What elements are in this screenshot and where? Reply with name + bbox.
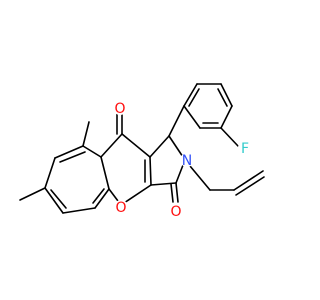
bond <box>120 184 152 206</box>
bond <box>220 127 239 147</box>
bond-layer <box>19 83 265 214</box>
bond <box>54 145 84 159</box>
nitrogen-atom-label: N <box>182 153 192 169</box>
bond <box>82 121 90 147</box>
bond <box>100 133 123 158</box>
ring-oxygen-atom-label: O <box>115 200 126 216</box>
bond <box>183 83 198 107</box>
atom-label-background <box>238 141 252 155</box>
bond <box>100 156 110 190</box>
fluorine-atom: F <box>238 141 252 157</box>
bond <box>170 183 174 203</box>
bond <box>217 88 228 107</box>
atom-label-background <box>169 204 183 218</box>
bond <box>175 182 179 203</box>
bond <box>233 170 264 191</box>
bond <box>94 188 110 209</box>
atom-label-background <box>113 101 127 115</box>
atom-label-background <box>180 153 194 167</box>
bond <box>59 151 86 163</box>
ketone-oxygen-atom: O <box>113 101 127 117</box>
bond <box>44 157 56 189</box>
fluorine-atom-label: F <box>241 141 249 157</box>
nitrogen-atom: N <box>180 153 194 169</box>
bond <box>235 176 265 196</box>
bond <box>150 182 177 186</box>
bond <box>149 135 170 158</box>
atom-label-background <box>114 200 128 214</box>
bond <box>149 156 152 186</box>
lactam-oxygen-atom: O <box>169 204 183 220</box>
bond <box>82 145 102 158</box>
bond <box>121 133 151 158</box>
bond <box>44 187 64 214</box>
ring-oxygen-atom: O <box>114 200 128 216</box>
chemical-structure-diagram: F N O O O <box>19 83 265 220</box>
bond <box>62 207 96 214</box>
bond <box>19 187 46 201</box>
bond <box>220 83 233 107</box>
lactam-oxygen-atom-label: O <box>170 204 181 220</box>
bond <box>188 88 200 107</box>
bond <box>92 188 105 204</box>
bond <box>50 189 67 209</box>
bond <box>220 105 233 129</box>
atom-label-layer: F N O O O <box>113 101 252 220</box>
bond <box>183 105 201 129</box>
ketone-oxygen-atom-label: O <box>114 101 125 117</box>
bond <box>168 105 185 137</box>
